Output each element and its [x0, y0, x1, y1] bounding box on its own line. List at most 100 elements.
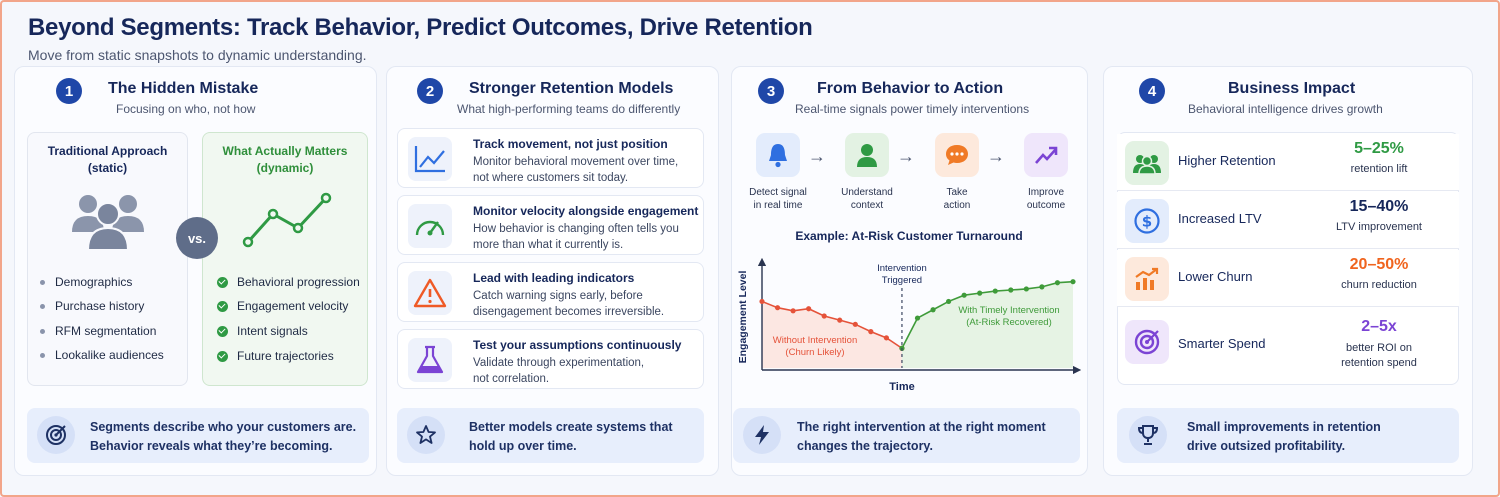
- panel-1-number: 1: [56, 78, 82, 104]
- traditional-item: Purchase history: [40, 299, 144, 313]
- flask-icon: [408, 338, 452, 382]
- people-group-icon: [72, 195, 144, 251]
- traditional-approach-heading: Traditional Approach: [47, 144, 168, 158]
- x-axis-label: Time: [889, 381, 914, 393]
- data-point: [759, 298, 765, 305]
- card-desc: more than what it currently is.: [473, 239, 624, 251]
- metric-label: Lower Churn: [1178, 269, 1253, 284]
- bar-trend-icon: [1125, 257, 1169, 301]
- card-desc: not where customers sit today.: [473, 172, 629, 184]
- metric-label: Smarter Spend: [1178, 336, 1266, 351]
- panel-4-subtitle: Behavioral intelligence drives growth: [1188, 102, 1383, 116]
- panel-2-number: 2: [417, 78, 443, 104]
- intervention-annotation: Intervention: [877, 263, 927, 274]
- panel-3-footer: The right intervention at the right mome…: [733, 408, 1080, 463]
- what-matters-box: What Actually Matters (dynamic): [202, 132, 368, 386]
- series-label-without: (Churn Likely): [785, 347, 844, 358]
- data-point: [821, 313, 827, 319]
- card-desc: Monitor behavioral movement over time,: [473, 156, 679, 168]
- series-line: [901, 280, 1074, 349]
- panel-1-footer-line: Segments describe who your customers are…: [90, 420, 357, 434]
- data-point: [774, 305, 781, 311]
- data-point: [946, 298, 952, 305]
- card-monitor-velocity: Monitor velocity alongside engagement Ho…: [397, 195, 704, 255]
- panel-2-subtitle: What high-performing teams do differentl…: [457, 102, 681, 116]
- panel-4-footer-line: drive outsized profitability.: [1187, 439, 1346, 453]
- person-icon: [845, 133, 889, 177]
- bullet-dot: [40, 352, 45, 358]
- card-title: Monitor velocity alongside engagement: [473, 204, 699, 218]
- panel-4-title: Business Impact: [1228, 80, 1356, 97]
- metric-lower-churn: Lower Churn 20–50% churn reduction: [1117, 250, 1459, 307]
- data-point: [883, 335, 889, 341]
- arrow-right-icon: →: [987, 146, 1005, 166]
- metric-value: 5–25%: [1354, 140, 1404, 157]
- check-icon: [217, 300, 228, 312]
- metric-desc: LTV improvement: [1336, 221, 1422, 233]
- data-point: [914, 315, 921, 321]
- dynamic-item: Future trajectories: [217, 349, 334, 363]
- panel-3-subtitle: Real-time signals power timely intervent…: [795, 102, 1030, 116]
- traditional-item: RFM segmentation: [40, 324, 156, 338]
- star-icon: [407, 416, 445, 454]
- chat-icon: [935, 133, 979, 177]
- arrow-right-icon: →: [808, 146, 826, 166]
- dynamic-item: Behavioral progression: [217, 275, 360, 289]
- panel-3-number: 3: [758, 78, 784, 104]
- card-test-assumptions: Test your assumptions continuously Valid…: [397, 329, 704, 389]
- card-title: Test your assumptions continuously: [473, 338, 682, 352]
- card-title: Lead with leading indicators: [473, 271, 635, 285]
- panel-2-footer-line: Better models create systems that: [469, 420, 673, 434]
- trend-up-icon: [1024, 133, 1068, 177]
- card-desc: Catch warning signs early, before: [473, 290, 643, 302]
- intervention-annotation: Triggered: [882, 275, 922, 286]
- y-axis-label: Engagement Level: [737, 271, 749, 364]
- data-point: [961, 292, 967, 298]
- lightning-icon: [743, 416, 781, 454]
- check-icon: [217, 276, 228, 288]
- trophy-icon: [1129, 416, 1167, 454]
- check-icon: [217, 325, 228, 337]
- bell-icon: [756, 133, 800, 177]
- panel-1-subtitle: Focusing on who, not how: [116, 102, 256, 116]
- data-point: [1070, 279, 1076, 285]
- panel-1-footer-line: Behavior reveals what they’re becoming.: [90, 439, 333, 453]
- traditional-approach-box: Traditional Approach (static): [27, 132, 188, 386]
- card-title: Track movement, not just position: [473, 137, 668, 151]
- warning-icon: [408, 271, 452, 315]
- metric-label: Higher Retention: [1178, 153, 1276, 168]
- bullet-dot: [40, 279, 45, 285]
- panel-4-number: 4: [1139, 78, 1165, 104]
- panel-4-footer-line: Small improvements in retention: [1187, 420, 1381, 434]
- dollar-icon: $: [1125, 199, 1169, 243]
- panel-2-title: Stronger Retention Models: [469, 80, 674, 97]
- data-point: [806, 306, 812, 312]
- data-point: [790, 308, 796, 314]
- panel-3-footer-line: The right intervention at the right mome…: [797, 420, 1046, 434]
- card-track-movement: Track movement, not just position Monito…: [397, 128, 704, 188]
- series-label-with: With Timely Intervention: [958, 305, 1059, 316]
- data-point: [930, 307, 936, 313]
- dynamic-item: Engagement velocity: [217, 299, 348, 313]
- metric-increased-ltv: $ Increased LTV 15–40% LTV improvement: [1117, 192, 1459, 249]
- data-point: [868, 329, 874, 335]
- panel-4-footer: Small improvements in retention drive ou…: [1117, 408, 1459, 463]
- bullet-dot: [40, 328, 45, 334]
- what-matters-subheading: (dynamic): [256, 161, 314, 175]
- data-point: [1054, 280, 1061, 286]
- metric-label: Increased LTV: [1178, 211, 1262, 226]
- panel-1-title: The Hidden Mistake: [108, 80, 259, 97]
- card-desc: How behavior is changing often tells you: [473, 223, 679, 235]
- metric-value: 15–40%: [1349, 198, 1409, 215]
- data-point: [1039, 284, 1045, 290]
- panel-2-footer-line: hold up over time.: [469, 439, 577, 453]
- vs-badge: vs.: [176, 217, 218, 259]
- chart-title: Example: At-Risk Customer Turnaround: [795, 229, 1023, 243]
- svg-text:$: $: [1142, 213, 1152, 231]
